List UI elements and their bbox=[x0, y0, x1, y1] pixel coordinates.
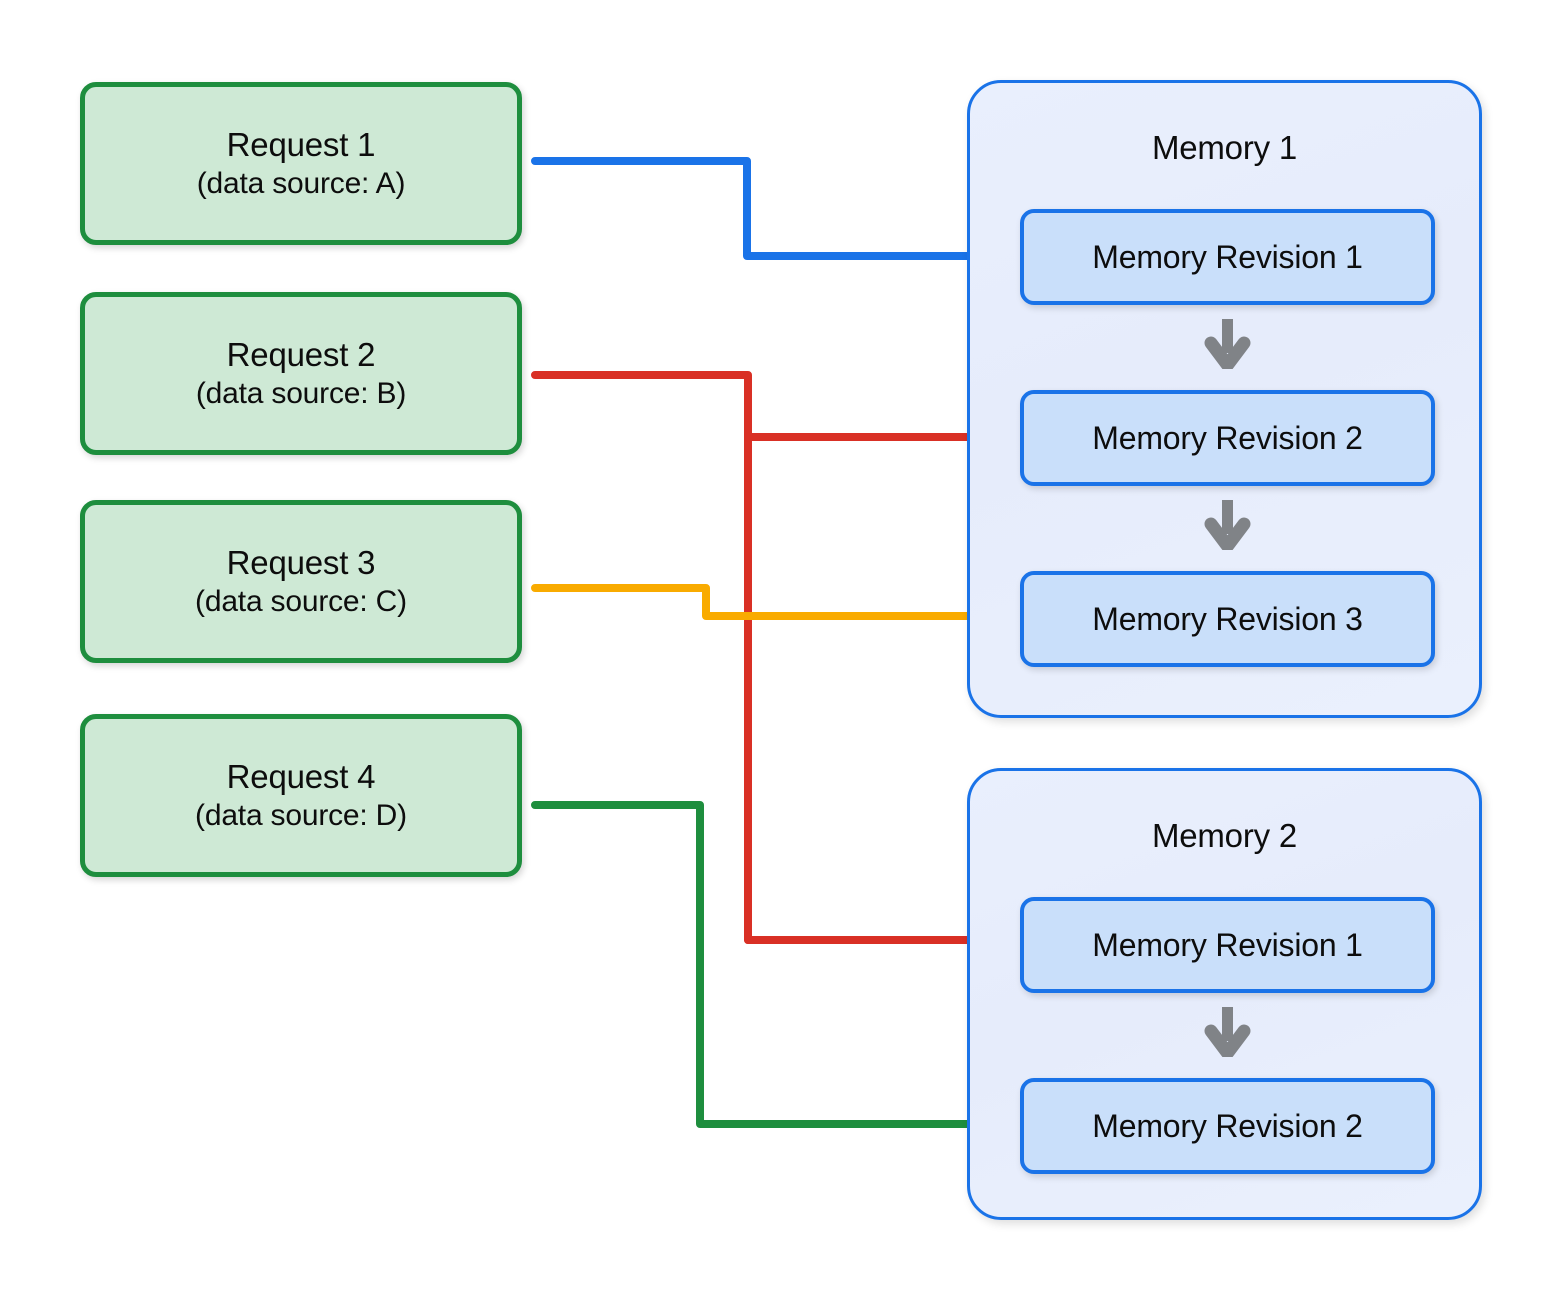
memory-1-revision-3[interactable]: Memory Revision 3 bbox=[1020, 571, 1435, 667]
request-subtitle: (data source: B) bbox=[195, 376, 407, 410]
revision-flow-arrow-icon bbox=[1204, 1007, 1251, 1057]
request-title: Request 1 bbox=[226, 125, 376, 163]
revision-flow-arrow-icon bbox=[1204, 319, 1251, 369]
connector-request-4-to-memory-2-revision-2 bbox=[531, 801, 1014, 1145]
request-subtitle: (data source: A) bbox=[196, 166, 406, 200]
connector-request-1-to-memory-1-revision-1 bbox=[531, 157, 1014, 277]
revision-label: Memory Revision 3 bbox=[1092, 600, 1363, 637]
request-box-3[interactable]: Request 3 (data source: C) bbox=[80, 500, 522, 663]
revision-label: Memory Revision 2 bbox=[1092, 1107, 1363, 1144]
request-box-2[interactable]: Request 2 (data source: B) bbox=[80, 292, 522, 455]
connector-request-3-to-memory-1-revision-3 bbox=[531, 584, 1014, 637]
request-subtitle: (data source: D) bbox=[195, 798, 407, 832]
revision-label: Memory Revision 2 bbox=[1092, 419, 1363, 456]
memory-group-2: Memory 2 Memory Revision 1 Memory Revisi… bbox=[967, 768, 1482, 1220]
revision-label: Memory Revision 1 bbox=[1092, 238, 1363, 275]
memory-group-1: Memory 1 Memory Revision 1 Memory Revisi… bbox=[967, 80, 1482, 718]
request-box-4[interactable]: Request 4 (data source: D) bbox=[80, 714, 522, 877]
memory-1-revision-2[interactable]: Memory Revision 2 bbox=[1020, 390, 1435, 486]
memory-group-title: Memory 2 bbox=[1151, 817, 1298, 854]
request-subtitle: (data source: C) bbox=[195, 584, 407, 618]
request-title: Request 4 bbox=[226, 757, 376, 795]
request-title: Request 2 bbox=[226, 335, 376, 373]
memory-1-revision-1[interactable]: Memory Revision 1 bbox=[1020, 209, 1435, 305]
memory-2-revision-1[interactable]: Memory Revision 1 bbox=[1020, 897, 1435, 993]
request-title: Request 3 bbox=[226, 543, 376, 581]
revision-label: Memory Revision 1 bbox=[1092, 926, 1363, 963]
request-box-1[interactable]: Request 1 (data source: A) bbox=[80, 82, 522, 245]
revision-flow-arrow-icon bbox=[1204, 500, 1251, 550]
memory-group-title: Memory 1 bbox=[1151, 129, 1298, 166]
memory-2-revision-2[interactable]: Memory Revision 2 bbox=[1020, 1078, 1435, 1174]
connector-request-2-to-memory-1-revision-2 bbox=[531, 371, 1014, 961]
